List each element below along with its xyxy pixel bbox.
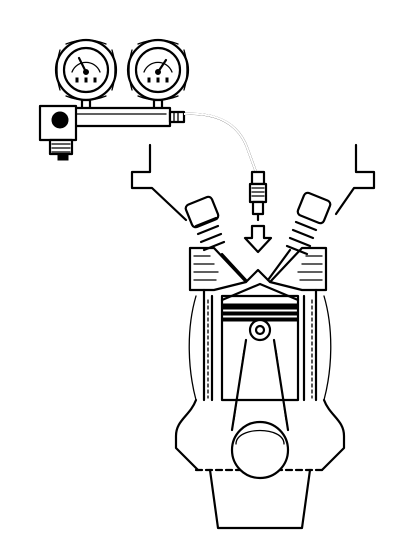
- intake-valve-spring: [184, 195, 248, 282]
- gauge-left-scale-ticks: [75, 77, 97, 83]
- insertion-arrow: [243, 224, 273, 254]
- cylinder-head-outline: [130, 143, 376, 222]
- test-hose: [182, 112, 258, 174]
- crankshaft-journal: [230, 420, 290, 480]
- cylinder-walls: [202, 288, 318, 402]
- gauge-manifold: [38, 104, 186, 161]
- gauge-left: [54, 38, 118, 112]
- engine-block-ribs: [188, 295, 332, 401]
- exhaust-valve-spring: [266, 191, 332, 282]
- gauge-right: [126, 38, 190, 112]
- piston: [220, 282, 300, 402]
- connecting-rod: [230, 338, 290, 432]
- spark-plug-adapter: [248, 170, 268, 222]
- gauge-right-scale-ticks: [147, 77, 169, 83]
- cylinder-head-ports: [188, 246, 328, 292]
